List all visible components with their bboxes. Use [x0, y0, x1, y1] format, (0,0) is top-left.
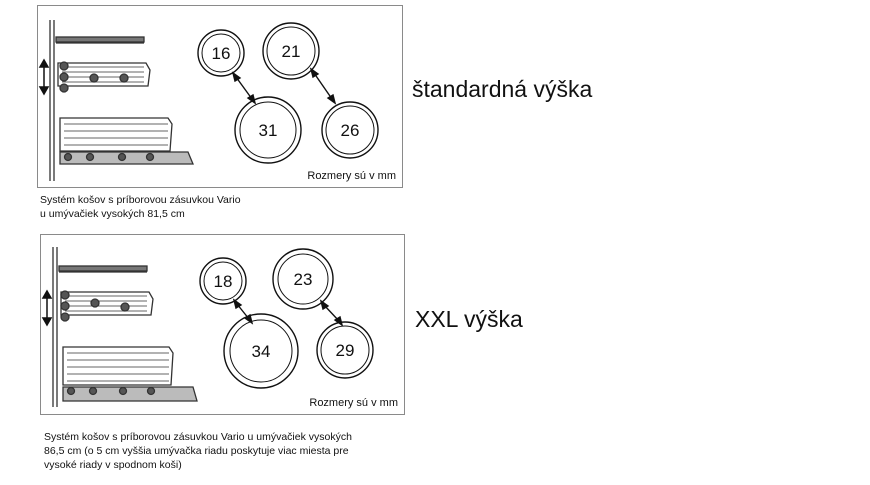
double-arrow-diagonal-icon	[232, 298, 344, 327]
plate-29: 29	[316, 321, 374, 379]
plate-34: 34	[223, 313, 299, 389]
double-arrow-diagonal-icon	[231, 67, 337, 105]
plate-21: 21	[262, 22, 320, 80]
plate-26: 26	[321, 101, 379, 159]
dishwasher-rack-icon	[52, 247, 198, 407]
plate-23: 23	[272, 248, 334, 310]
plate-size-label: 21	[282, 42, 301, 61]
plate-size-label: 23	[294, 270, 313, 289]
plate-size-label: 29	[336, 341, 355, 360]
double-arrow-vertical-icon	[41, 289, 53, 327]
standard-caption: Systém košov s príborovou zásuvkou Vario…	[40, 193, 370, 221]
plate-size-label: 16	[212, 44, 231, 63]
xxl-caption: Systém košov s príborovou zásuvkou Vario…	[44, 430, 404, 472]
plate-size-label: 31	[259, 121, 278, 140]
dishwasher-rack-icon	[49, 20, 194, 181]
units-note: Rozmery sú v mm	[307, 170, 396, 182]
caption-line: vysoké riady v spodnom koši)	[44, 459, 182, 471]
xxl-height-label: XXL výška	[415, 306, 523, 332]
plate-size-label: 18	[214, 272, 233, 291]
units-note: Rozmery sú v mm	[309, 397, 398, 409]
plate-31: 31	[234, 96, 302, 164]
plates-diagram: 18 23 34 29	[199, 248, 374, 389]
plate-16: 16	[197, 29, 245, 77]
plates-diagram: 16 21 31 26	[197, 22, 379, 164]
xxl-diagram: 18 23 34 29	[41, 247, 374, 407]
plate-size-label: 26	[341, 121, 360, 140]
caption-line: Systém košov s príborovou zásuvkou Vario…	[44, 431, 352, 443]
caption-line: 86,5 cm (o 5 cm vyššia umývačka riadu po…	[44, 445, 349, 457]
plate-18: 18	[199, 257, 247, 305]
standard-diagram: 16 21 31 26	[38, 20, 379, 181]
double-arrow-vertical-icon	[38, 58, 50, 96]
caption-line: u umývačiek vysokých 81,5 cm	[40, 208, 185, 220]
plate-size-label: 34	[252, 342, 271, 361]
caption-line: Systém košov s príborovou zásuvkou Vario	[40, 194, 241, 206]
standard-height-label: štandardná výška	[412, 76, 593, 102]
xxl-height-panel: 18 23 34 29 Rozmery sú v mm	[40, 234, 405, 415]
standard-height-panel: 16 21 31 26 Rozmery sú v mm	[37, 5, 403, 188]
